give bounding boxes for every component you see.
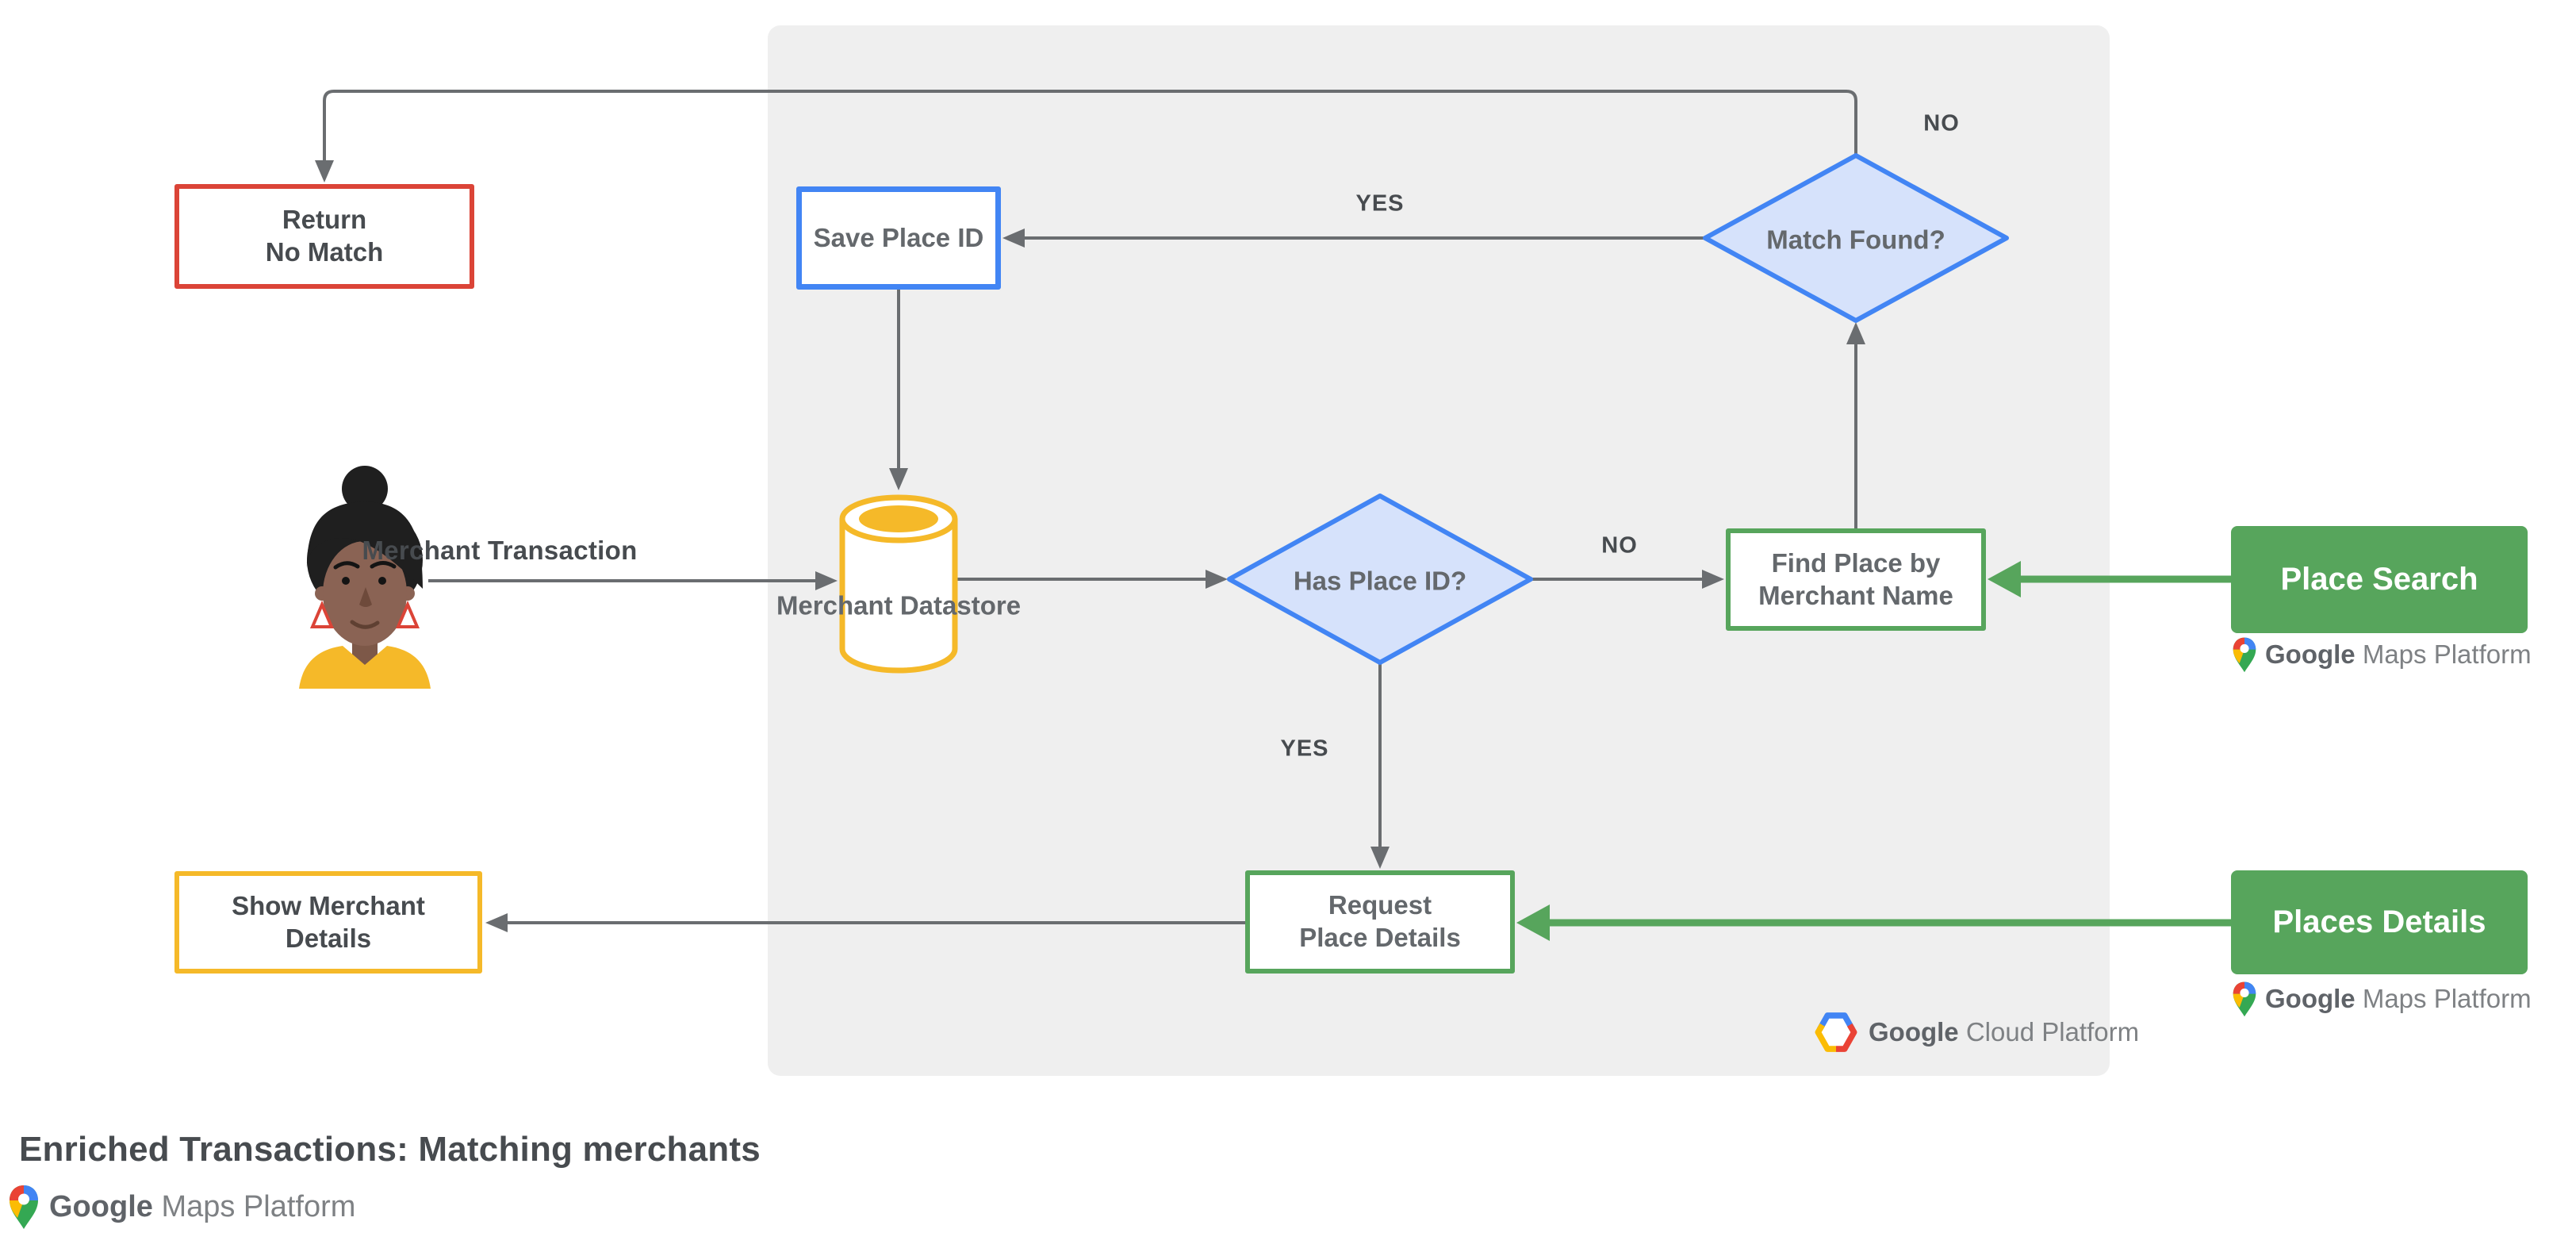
logo-text: Google Maps Platform <box>2265 639 2532 670</box>
api-label: Places Details <box>2272 904 2486 939</box>
logo-text-google: Google <box>2265 984 2356 1013</box>
node-label: Place Details <box>1299 923 1461 952</box>
logo-text: Google Maps Platform <box>2265 984 2532 1014</box>
maps-pin-icon <box>2233 637 2256 673</box>
place-search-api-box: Place Search <box>2231 526 2528 633</box>
no-label-top: NO <box>1923 110 1960 136</box>
logo-text-google: Google <box>49 1189 153 1223</box>
diagram-title: Enriched Transactions: Matching merchant… <box>19 1130 761 1169</box>
logo-text-product: Maps Platform <box>2355 639 2532 669</box>
node-label: Datastore <box>899 590 1022 620</box>
api-label: Place Search <box>2280 562 2478 597</box>
node-label: Find Place by <box>1771 547 1941 578</box>
node-label: No Match <box>265 237 384 267</box>
logo-text-product: Maps Platform <box>2355 984 2532 1013</box>
logo-text-product: Cloud Platform <box>1958 1017 2140 1047</box>
node-label: Match <box>1766 225 1842 255</box>
maps-pin-icon <box>2233 981 2256 1017</box>
node-label: Found? <box>1849 225 1945 255</box>
node-label: Show Merchant <box>232 890 425 920</box>
node-label: Merchant Name <box>1758 580 1953 610</box>
google-maps-platform-logo: Google Maps Platform <box>8 1184 355 1230</box>
node-label: Request <box>1328 890 1432 920</box>
yes-label-top: YES <box>1355 190 1405 217</box>
logo-text: Google Maps Platform <box>49 1190 355 1224</box>
google-maps-platform-logo: Google Maps Platform <box>2232 636 2532 673</box>
logo-text-google: Google <box>2265 639 2356 669</box>
node-label: Details <box>285 923 372 953</box>
request-place-details-box: Request Place Details <box>1245 870 1515 974</box>
google-cloud-platform-logo: Google Cloud Platform <box>1815 1009 2139 1055</box>
earring-icon <box>309 600 335 628</box>
node-label: Save Place ID <box>813 222 984 252</box>
save-place-id-box: Save Place ID <box>796 186 1001 290</box>
match-found-label: Match Found? <box>1766 225 1945 257</box>
node-label: Return <box>282 205 367 235</box>
logo-text-google: Google <box>1869 1017 1959 1047</box>
logo-text: Google Cloud Platform <box>1869 1017 2139 1047</box>
places-details-api-box: Places Details <box>2231 870 2528 974</box>
maps-pin-icon <box>10 1185 38 1229</box>
node-label: Merchant <box>776 590 893 620</box>
return-no-match-box: Return No Match <box>174 184 474 289</box>
earring-icon <box>395 600 420 628</box>
no-label-mid: NO <box>1601 532 1638 559</box>
google-maps-platform-logo: Google Maps Platform <box>2232 981 2532 1017</box>
yes-label-mid: YES <box>1280 735 1329 762</box>
show-merchant-details-box: Show Merchant Details <box>174 871 482 974</box>
logo-text-product: Maps Platform <box>152 1189 356 1223</box>
find-place-box: Find Place by Merchant Name <box>1726 528 1986 631</box>
merchant-datastore-label: Merchant Datastore <box>776 590 1021 623</box>
user-avatar <box>299 466 431 689</box>
gcp-hexagon-icon <box>1815 1012 1857 1052</box>
merchant-transaction-label: Merchant Transaction <box>362 536 638 565</box>
node-label: Has <box>1293 566 1342 596</box>
arrowhead-icon <box>315 160 334 182</box>
has-place-id-label: Has Place ID? <box>1294 566 1466 598</box>
arrowhead-icon <box>485 913 508 932</box>
node-label: Place ID? <box>1348 566 1467 596</box>
